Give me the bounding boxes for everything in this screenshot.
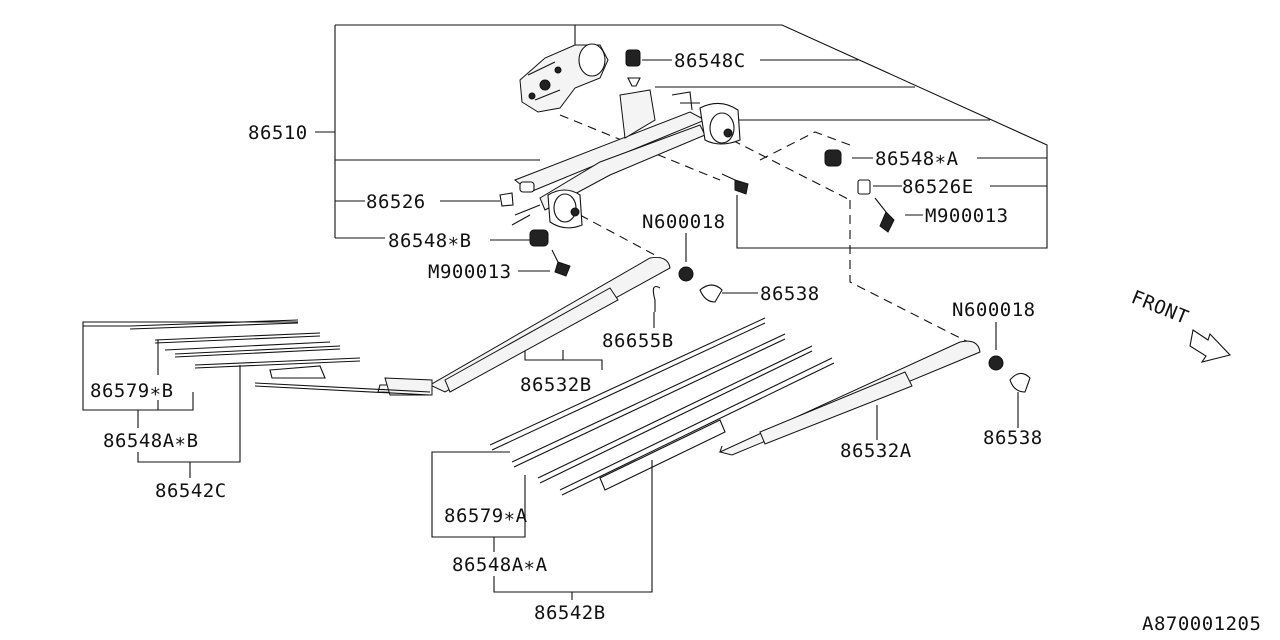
label-n600018-right: N600018 — [952, 299, 1036, 321]
wiper-blade-b-icon — [129, 319, 431, 396]
label-m900013-right: M900013 — [925, 205, 1009, 227]
fasteners — [499, 49, 1031, 393]
label-86532b: 86532B — [520, 374, 592, 396]
label-n600018-top: N600018 — [642, 211, 726, 233]
label-86510: 86510 — [248, 122, 308, 144]
wiper-motor-icon — [519, 43, 609, 113]
label-86579-star-b: 86579∗B — [90, 380, 174, 402]
label-86542b: 86542B — [534, 602, 606, 624]
label-86548a-star-b: 86548A∗B — [103, 430, 199, 452]
label-86538-top: 86538 — [760, 283, 820, 305]
label-86542c: 86542C — [155, 480, 227, 502]
label-86579-star-a: 86579∗A — [444, 505, 528, 527]
label-86526: 86526 — [366, 191, 426, 213]
label-86548-star-b: 86548∗B — [388, 230, 472, 252]
label-m900013-left: M900013 — [428, 261, 512, 283]
front-label: FRONT — [1128, 286, 1192, 329]
label-86655b: 86655B — [602, 330, 674, 352]
diagram-id: A870001205 — [1142, 613, 1261, 635]
label-86548-star-a: 86548∗A — [875, 148, 959, 170]
part-labels: 86510 86548C 86548∗A 86526E M900013 8652… — [90, 50, 1261, 635]
label-86538-right: 86538 — [983, 427, 1043, 449]
dashed-guides — [559, 114, 969, 343]
front-arrow-icon — [1189, 329, 1232, 363]
label-86548a-star-a: 86548A∗A — [452, 554, 548, 576]
wiper-linkage-icon — [511, 89, 741, 229]
leader-lines — [82, 24, 1048, 600]
wiper-blade-a-icon — [489, 317, 835, 496]
wiper-arm-a-icon — [718, 340, 981, 456]
label-86532a: 86532A — [840, 440, 912, 462]
label-86526e: 86526E — [902, 176, 974, 198]
label-86548c: 86548C — [674, 50, 746, 72]
